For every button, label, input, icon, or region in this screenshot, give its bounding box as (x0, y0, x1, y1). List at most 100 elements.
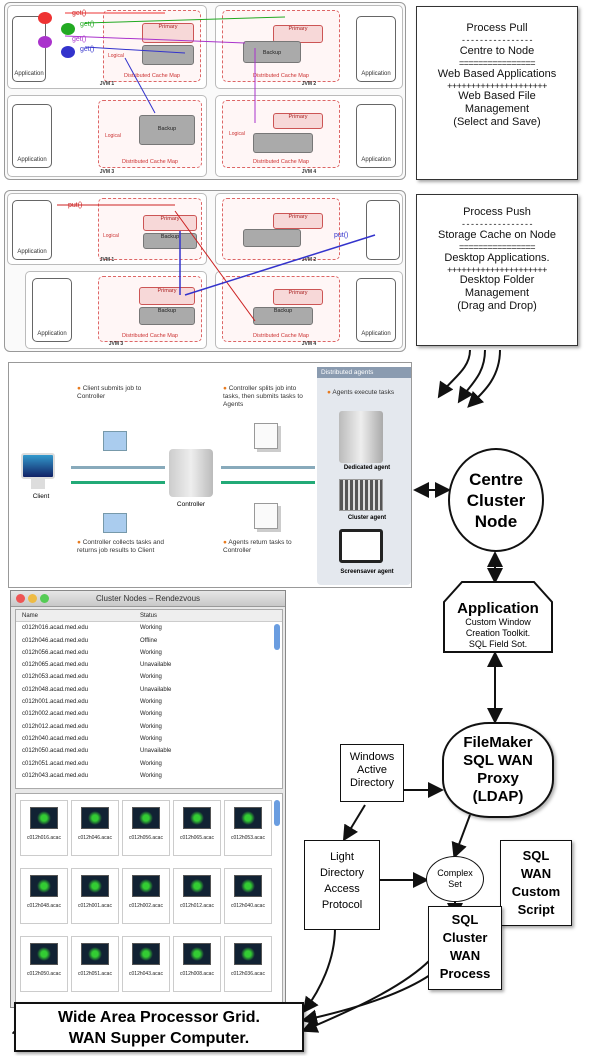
process-b-icon (61, 23, 75, 35)
primary-label: Primary (157, 288, 177, 294)
node-name: c012h046.acad.med.edu (22, 637, 89, 644)
application-shape (443, 581, 553, 653)
node-tile[interactable]: c012h002.acac (122, 868, 170, 924)
node-tile[interactable]: c012h051.acac (71, 936, 119, 992)
minimize-icon[interactable] (28, 594, 37, 603)
node-tile[interactable]: c012h046.acac (71, 800, 119, 856)
step-badge: ● (223, 539, 229, 546)
application-text: Application Custom Window Creation Toolk… (442, 600, 554, 650)
scrollbar-thumb[interactable] (274, 800, 280, 826)
node-status: Working (140, 674, 162, 681)
centre-line: Centre (469, 469, 523, 489)
node-tile[interactable]: c012h053.acac (224, 800, 272, 856)
sqlscript-line: WAN (520, 866, 552, 881)
node-tile-label: c012h048.acac (27, 903, 61, 909)
window-titlebar: Cluster Nodes – Rendezvous (11, 591, 285, 607)
cache-map: Primary (222, 198, 340, 260)
computer-icon (30, 875, 58, 897)
application-label: Application (17, 249, 47, 255)
application-box: Application (356, 278, 396, 342)
computer-icon (234, 807, 262, 829)
node-status: Working (140, 760, 162, 767)
get-label: get() (80, 21, 95, 28)
return-arrow (71, 481, 165, 484)
node-status: Working (140, 625, 162, 632)
node-tile[interactable]: c012h043.acac (122, 936, 170, 992)
separator: ================ (458, 243, 536, 251)
scrollbar-thumb[interactable] (274, 624, 280, 650)
node-tile-label: c012h036.acac (231, 971, 265, 977)
status-column-header[interactable]: Status (140, 613, 158, 619)
node-tile[interactable]: c012h048.acac (20, 868, 68, 924)
backup-partition (243, 229, 301, 247)
process-d-icon (61, 46, 75, 58)
result-document-icon (103, 513, 127, 533)
application-label: Application (17, 157, 47, 163)
node-tile[interactable]: c012h016.acac (20, 800, 68, 856)
node-tile[interactable]: c012h008.acac (173, 936, 221, 992)
node-tile[interactable]: c012h040.acac (224, 868, 272, 924)
cluster-nodes-window: Cluster Nodes – Rendezvous Name Status c… (10, 590, 286, 1008)
primary-label: Primary (158, 24, 178, 30)
computer-icon (234, 875, 262, 897)
backup-label: Backup (160, 234, 180, 240)
node-tile[interactable]: c012h065.acac (173, 800, 221, 856)
node-status: Working (140, 711, 162, 718)
close-icon[interactable] (16, 594, 25, 603)
node-tile-label: c012h065.acac (180, 835, 214, 841)
node-tile-label: c012h043.acac (129, 971, 163, 977)
primary-partition: Primary (273, 289, 323, 305)
node-status: Unavailable (140, 748, 172, 755)
cache-map: Primary Backup Distributed Cache Map (222, 10, 340, 82)
application-box: Application (12, 16, 46, 82)
node-status: Working (140, 699, 162, 706)
node-status: Working (140, 735, 162, 742)
dedicated-label: Dedicated agent (343, 465, 391, 471)
panel-line: Management (464, 287, 530, 299)
application-line: Custom Window (465, 617, 531, 627)
node-status: Unavailable (140, 686, 172, 693)
computer-icon (132, 807, 160, 829)
node-tile[interactable]: c012h001.acac (71, 868, 119, 924)
node-tile[interactable]: c012h056.acac (122, 800, 170, 856)
jvm-label: JVM 4 (301, 341, 317, 347)
node-tile[interactable]: c012h050.acac (20, 936, 68, 992)
node-tile[interactable]: c012h012.acac (173, 868, 221, 924)
name-column-header[interactable]: Name (22, 613, 39, 619)
node-tile-label: c012h056.acac (129, 835, 163, 841)
zoom-icon[interactable] (40, 594, 49, 603)
panel-line: Web Based File (458, 90, 536, 102)
application-box (366, 200, 400, 260)
panel-line: Centre to Node (459, 45, 535, 57)
primary-label: Primary (288, 290, 308, 296)
process-a-icon (38, 12, 52, 24)
dispatch-arrow (221, 466, 315, 469)
node-tile[interactable]: c012h036.acac (224, 936, 272, 992)
jvm-pull-diagram: Application Primary Logical Distributed … (4, 2, 406, 180)
backup-partition: Backup (253, 307, 313, 325)
cache-map: Primary Backup Distributed Cache Map (98, 276, 202, 342)
filemaker-line: FileMaker (463, 734, 533, 751)
cache-map-label: Distributed Cache Map (253, 333, 309, 339)
primary-partition: Primary (143, 215, 197, 231)
separator: ================ (458, 59, 536, 67)
computer-icon (81, 807, 109, 829)
node-status: Working (140, 772, 162, 779)
application-title: Application (457, 600, 539, 617)
